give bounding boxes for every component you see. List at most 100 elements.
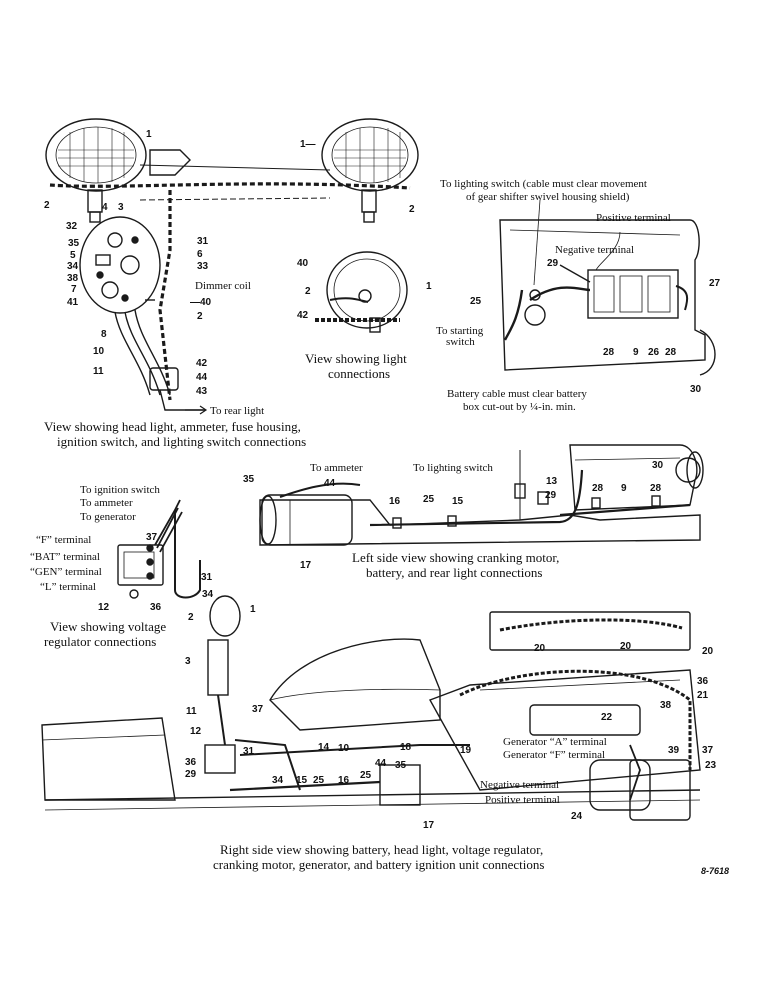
callout-38: 38 xyxy=(67,273,79,284)
right-headlight xyxy=(321,118,419,223)
label-dimmer-coil: Dimmer coil xyxy=(195,280,251,292)
callout-15: 15 xyxy=(452,496,464,507)
callout-24: 24 xyxy=(571,811,583,822)
callout-28: 28 xyxy=(650,483,662,494)
callout-21: 21 xyxy=(697,690,709,701)
callout-14: 14 xyxy=(318,742,330,753)
callout-37: 37 xyxy=(146,532,158,543)
callout-19: 19 xyxy=(460,745,472,756)
caption-light-connections: View showing light xyxy=(305,351,407,366)
caption-right-side-2: cranking motor, generator, and battery i… xyxy=(213,857,545,872)
caption-headlight: View showing head light, ammeter, fuse h… xyxy=(44,419,301,434)
left-side-view xyxy=(259,444,704,546)
caption-light-connections-2: connections xyxy=(328,366,391,381)
callout-37: 37 xyxy=(702,745,714,756)
label-to-lighting-switch-cable: To lighting switch (cable must clear mov… xyxy=(440,178,647,190)
callout-36: 36 xyxy=(185,757,197,768)
callout-12: 12 xyxy=(190,726,202,737)
light-connections-view xyxy=(315,251,408,333)
callout-29: 29 xyxy=(545,490,557,501)
callout-28: 28 xyxy=(592,483,604,494)
callout-10: 10 xyxy=(338,743,350,754)
callout-44: 44 xyxy=(375,758,387,769)
callout-20: 20 xyxy=(702,646,714,657)
label-f-terminal: “F” terminal xyxy=(36,534,92,546)
callout-25: 25 xyxy=(423,494,435,505)
callout-28: 28 xyxy=(665,347,677,358)
callout-43: 43 xyxy=(196,386,208,397)
callout-11: 11 xyxy=(93,366,104,377)
callout-5: 5 xyxy=(70,250,76,261)
callout-40: —40 xyxy=(190,297,212,308)
callout-29: 29 xyxy=(185,769,197,780)
callout-35: 35 xyxy=(68,238,80,249)
caption-regulator: View showing voltage xyxy=(50,619,167,634)
label-gen-a-terminal: Generator “A” terminal xyxy=(503,736,607,748)
right-side-view xyxy=(41,595,701,821)
callout-42: 42 xyxy=(196,358,208,369)
label-battery-cable: Battery cable must clear battery xyxy=(447,388,587,400)
callout-30: 30 xyxy=(652,460,664,471)
callout-35: 35 xyxy=(395,760,407,771)
label-negative-terminal-2: Negative terminal xyxy=(480,779,560,791)
callout-1: 1 xyxy=(250,604,256,615)
figure-reference: 8-7618 xyxy=(701,866,730,876)
callout-25: 25 xyxy=(470,296,482,307)
caption-left-side-2: battery, and rear light connections xyxy=(366,565,543,580)
label-to-ignition-switch: To ignition switch xyxy=(80,484,160,496)
callout-9: 9 xyxy=(633,347,639,358)
callout-27: 27 xyxy=(709,278,721,289)
label-to-ammeter-2: To ammeter xyxy=(80,497,133,509)
callout-3: 3 xyxy=(118,202,124,213)
callout-7: 7 xyxy=(71,284,77,295)
callout-26: 26 xyxy=(648,347,660,358)
callout-34: 34 xyxy=(67,261,79,272)
callout-6: 6 xyxy=(197,249,203,260)
callout-35: 35 xyxy=(243,474,255,485)
label-switch: switch xyxy=(446,336,475,348)
callout-37: 37 xyxy=(252,704,264,715)
switch-panel xyxy=(79,216,161,314)
label-positive-terminal-2: Positive terminal xyxy=(485,794,560,806)
callout-13: 13 xyxy=(546,476,558,487)
callout-25: 25 xyxy=(360,770,372,781)
callout-40: 40 xyxy=(297,258,309,269)
callout-31: 31 xyxy=(201,572,213,583)
callout-1: 1 xyxy=(146,129,152,140)
label-negative-terminal: Negative terminal xyxy=(555,244,635,256)
callout-16: 16 xyxy=(338,775,350,786)
callout-41: 41 xyxy=(67,297,79,308)
callout-1: 1— xyxy=(300,139,316,150)
label-gear-shifter: of gear shifter swivel housing shield) xyxy=(466,191,630,203)
callout-39: 39 xyxy=(668,745,680,756)
callout-23: 23 xyxy=(705,760,717,771)
callout-36: 36 xyxy=(150,602,162,613)
callout-1: 1 xyxy=(426,281,432,292)
callout-34: 34 xyxy=(202,589,214,600)
callout-2: 2 xyxy=(305,286,311,297)
callout-20: 20 xyxy=(534,643,546,654)
callout-36: 36 xyxy=(697,676,709,687)
label-box-cutout: box cut-out by ¼-in. min. xyxy=(463,401,576,413)
callout-2: 2 xyxy=(44,200,50,211)
callout-25: 25 xyxy=(313,775,325,786)
headlight-assembly-view xyxy=(45,118,419,415)
callout-2: 2 xyxy=(197,311,203,322)
callout-31: 31 xyxy=(243,746,255,757)
left-headlight xyxy=(45,118,147,223)
label-to-rear-light: To rear light xyxy=(210,405,265,417)
callout-28: 28 xyxy=(603,347,615,358)
label-gen-terminal: “GEN” terminal xyxy=(30,566,102,578)
caption-right-side: Right side view showing battery, head li… xyxy=(220,842,544,857)
callout-3: 3 xyxy=(185,656,191,667)
callout-12: 12 xyxy=(98,602,110,613)
callout-10: 10 xyxy=(93,346,105,357)
voltage-regulator-view xyxy=(117,499,201,599)
label-l-terminal: “L” terminal xyxy=(40,581,96,593)
label-bat-terminal: “BAT” terminal xyxy=(30,551,100,563)
callout-32: 32 xyxy=(66,221,78,232)
callout-8: 8 xyxy=(101,329,107,340)
callout-17: 17 xyxy=(423,820,435,831)
